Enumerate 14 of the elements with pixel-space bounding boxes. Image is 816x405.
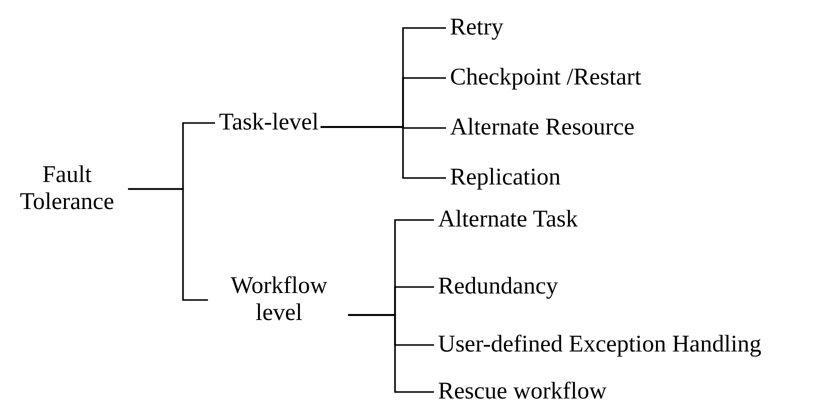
tree-label: Workflow level: [212, 273, 346, 327]
tree-label: User-defined Exception Handling: [438, 332, 762, 358]
tree-connector: [320, 126, 446, 179]
tree-connector: [128, 188, 208, 301]
tree-label: Task-level: [219, 110, 319, 136]
tree-label: Rescue workflow: [438, 378, 607, 405]
tree-label: Alternate Task: [438, 206, 578, 234]
tree-label: Alternate Resource: [450, 114, 635, 142]
tree-connector: [348, 314, 434, 393]
tree-label: Replication: [450, 164, 561, 192]
tree-label: Retry: [450, 14, 504, 42]
tree-label: Checkpoint /Restart: [450, 64, 642, 92]
tree-label: Redundancy: [438, 274, 558, 300]
tree-label: Fault Tolerance: [8, 162, 126, 216]
